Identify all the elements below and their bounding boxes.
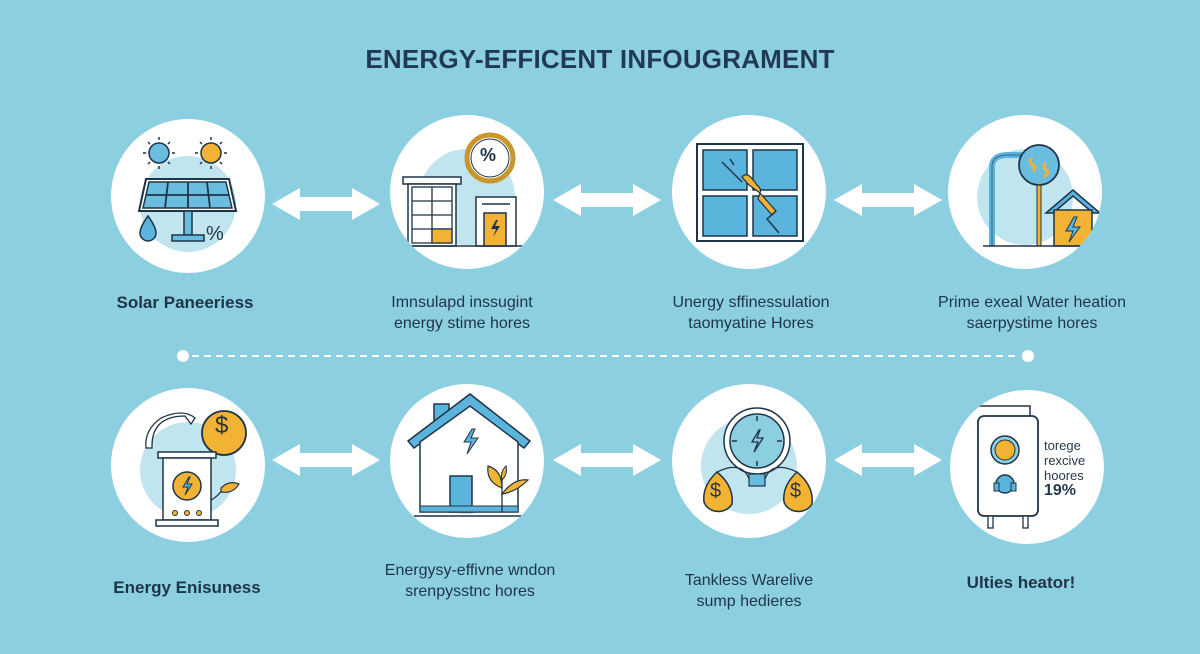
label-water-heating: Prime exeal Water heation saerpystime ho…	[902, 292, 1162, 334]
magnifier-circle: $ $	[672, 384, 826, 538]
label-line: saerpystime hores	[966, 315, 1098, 332]
magnifier-dollar-icon	[701, 407, 813, 514]
eco-house-circle	[390, 384, 544, 538]
label-line: Unergy sffinessulation	[672, 294, 830, 311]
percent-badge: %	[480, 145, 497, 165]
label-line: Energy Enisuness	[113, 578, 261, 597]
generator-circle: $	[111, 388, 265, 542]
double-arrow-icon	[272, 188, 380, 220]
building-percent-icon	[398, 132, 536, 247]
double-arrow-icon	[834, 444, 942, 476]
percent-sign: %	[206, 223, 224, 245]
generator-dollar-icon	[140, 410, 247, 527]
heater-stats-text: torege rexcive hoores 19%	[1044, 438, 1086, 499]
label-window-insulation: Unergy sffinessulation taomyatine Hores	[621, 292, 881, 334]
double-arrow-icon	[553, 444, 661, 476]
water-heater-house-circle	[948, 115, 1102, 269]
label-line: Energysy-effivne wndon	[384, 562, 556, 579]
label-utilities-heater: Ulties heator!	[891, 572, 1151, 593]
label-line: energy stime hores	[393, 315, 531, 332]
double-arrow-icon	[553, 184, 661, 216]
double-arrow-icon	[834, 184, 942, 216]
label-line: Prime exeal Water heation	[938, 294, 1126, 311]
double-arrow-icon	[272, 444, 380, 476]
label-tankless-water: Tankless Warelive sump hedieres	[619, 570, 879, 612]
connector-arrow	[834, 182, 942, 218]
connector-arrow	[272, 442, 380, 478]
stat-percent: 19%	[1044, 482, 1077, 499]
label-line: Imnsulapd inssugint	[391, 294, 533, 311]
solar-panel-icon	[137, 137, 238, 252]
label-line: taomyatine Hores	[688, 315, 814, 332]
money-bag-right: $	[790, 480, 802, 502]
label-line: Solar Paneeriess	[116, 293, 254, 312]
tankless-heater-icon	[969, 405, 1039, 529]
connector-arrow	[553, 442, 661, 478]
label-line: sump hedieres	[696, 593, 802, 610]
eco-house-icon	[406, 393, 532, 517]
water-heater-house-icon	[977, 144, 1102, 247]
label-energy-business: Energy Enisuness	[57, 577, 317, 598]
stat-line: hoores	[1044, 468, 1084, 483]
connector-arrow	[272, 186, 380, 222]
window-circle	[672, 115, 826, 269]
stat-line: torege	[1044, 438, 1081, 453]
label-line: srenpysstnc hores	[405, 583, 535, 600]
label-solar-panels: Solar Paneeriess	[55, 292, 315, 313]
dashed-line-icon	[177, 350, 1034, 362]
dashed-divider	[176, 349, 1036, 363]
label-insulated-buildings: Imnsulapd inssugint energy stime hores	[332, 292, 592, 334]
label-energy-efficient-window: Energysy-effivne wndon srenpysstnc hores	[340, 560, 600, 602]
tankless-heater-circle: torege rexcive hoores 19%	[950, 390, 1104, 544]
money-bag-left: $	[710, 480, 722, 502]
dollar-coin: $	[215, 412, 229, 439]
window-icon	[696, 143, 804, 242]
stat-line: rexcive	[1044, 453, 1086, 468]
label-line: Ulties heator!	[966, 573, 1076, 592]
connector-arrow	[553, 182, 661, 218]
label-line: Tankless Warelive	[684, 572, 814, 589]
infographic-title: ENERGY-EFFICENT INFOUGRAMENT	[365, 44, 835, 74]
solar-panel-circle: %	[111, 119, 265, 273]
building-circle: %	[390, 115, 544, 269]
connector-arrow	[834, 442, 942, 478]
